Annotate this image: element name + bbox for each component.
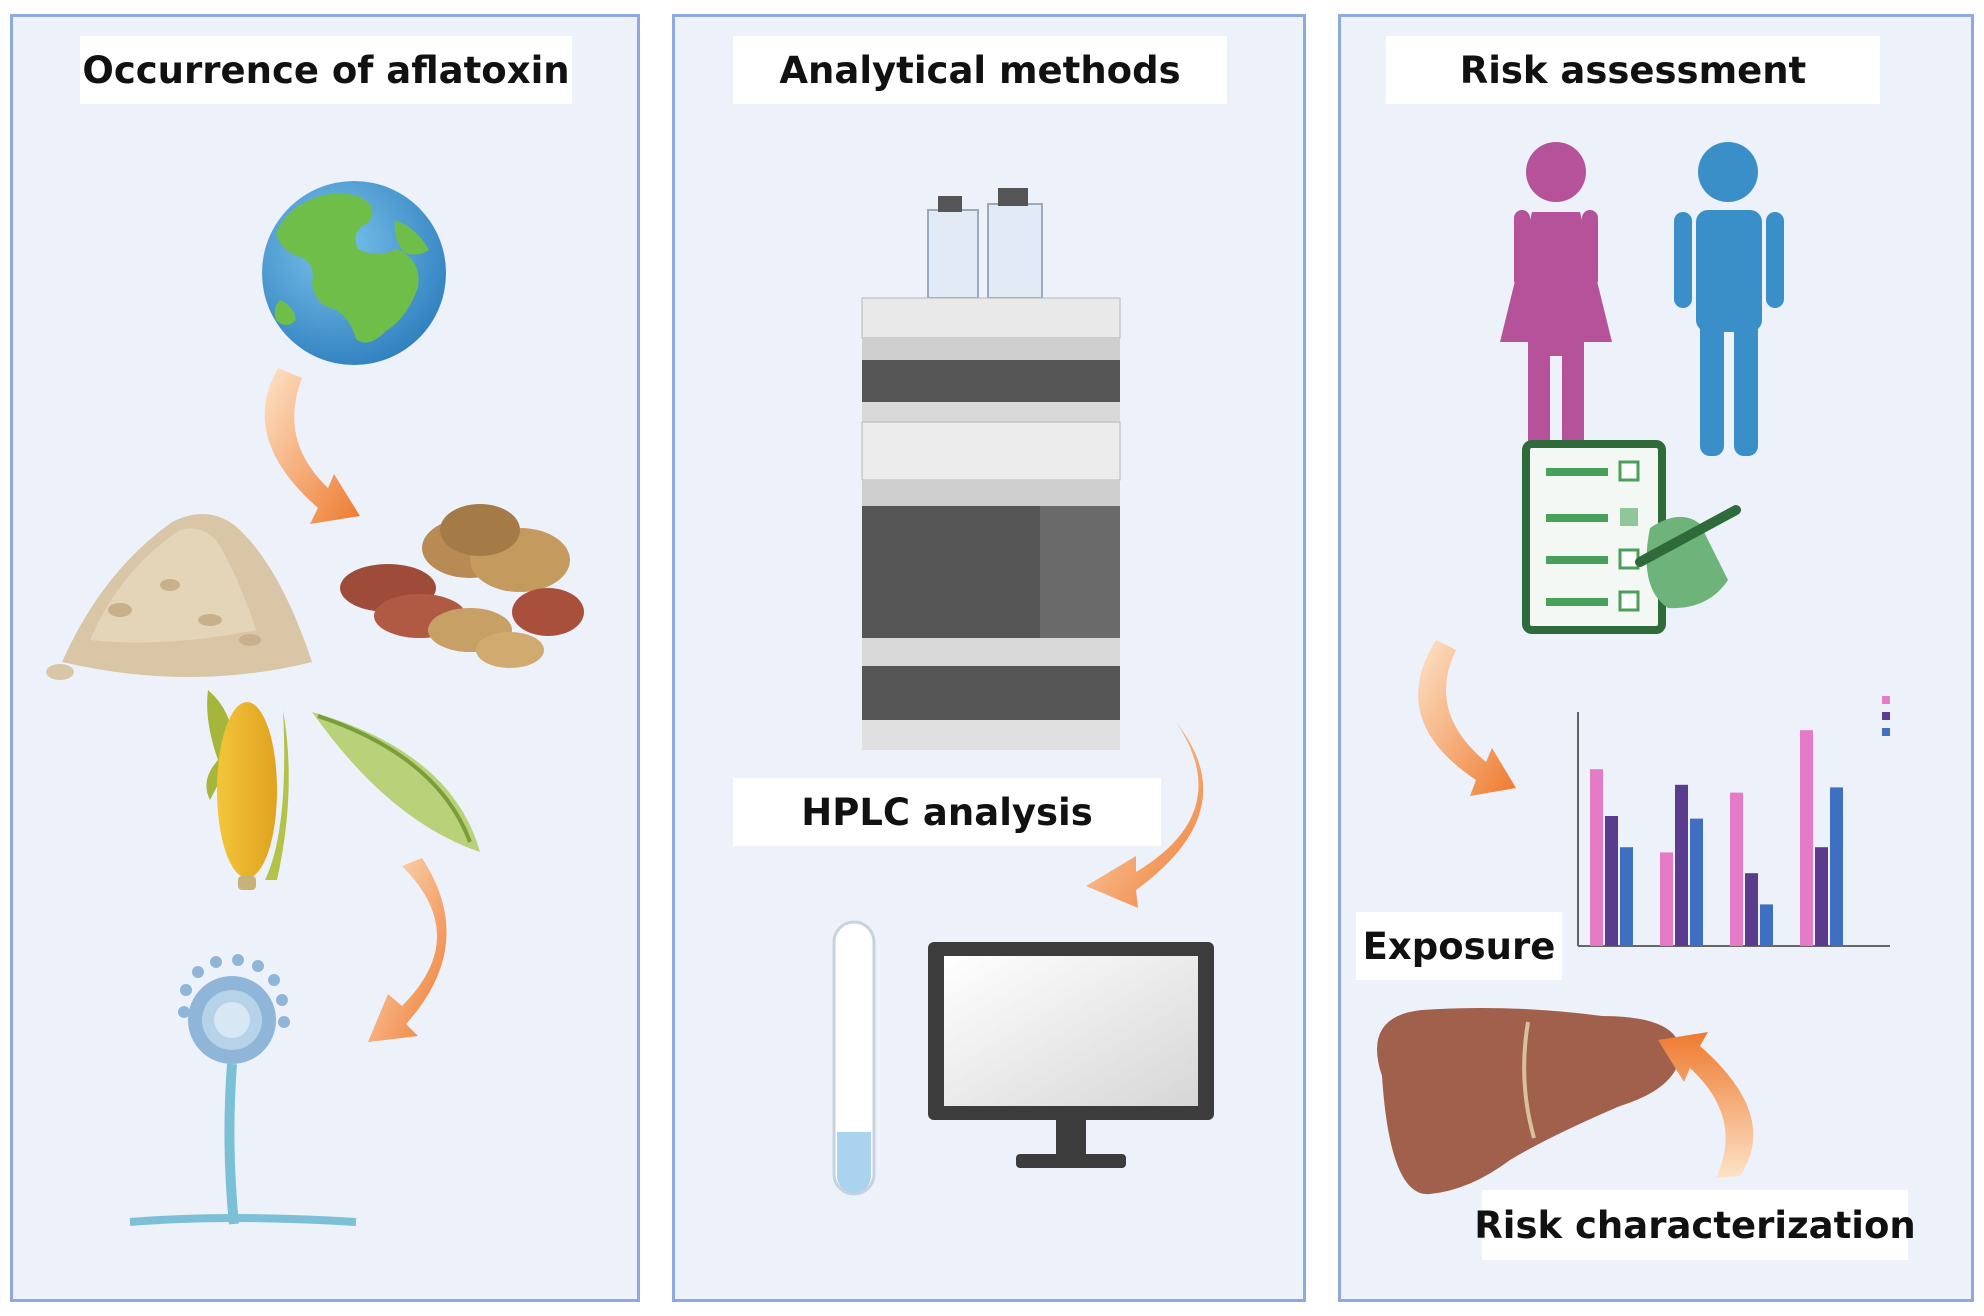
monitor-icon xyxy=(928,942,1214,1168)
bar-s2-c3 xyxy=(1745,873,1758,946)
arrow-checklist-to-chart xyxy=(1418,640,1516,796)
arrow-hplc-to-monitor xyxy=(1086,722,1204,908)
bar-s3-c4 xyxy=(1830,787,1843,946)
female-icon xyxy=(1500,142,1612,452)
analytical-title: Analytical methods xyxy=(733,36,1227,104)
exposure-label: Exposure xyxy=(1356,912,1562,980)
legend-swatch-3 xyxy=(1882,728,1890,736)
bar-s3-c1 xyxy=(1620,847,1633,946)
corn-icon xyxy=(206,690,289,890)
bar-s3-c3 xyxy=(1760,904,1773,946)
bar-s1-c2 xyxy=(1660,852,1673,946)
bar-s1-c4 xyxy=(1800,730,1813,946)
arrow-food-to-fungus xyxy=(368,858,447,1042)
flour-pile-icon xyxy=(46,514,312,680)
bar-s3-c2 xyxy=(1690,818,1703,946)
bar-s2-c4 xyxy=(1815,847,1828,946)
risk-title: Risk assessment xyxy=(1386,36,1880,104)
test-tube-icon xyxy=(832,920,876,1196)
bar-s1-c1 xyxy=(1590,769,1603,946)
hplc-instrument-icon xyxy=(861,188,1121,750)
bar-s1-c3 xyxy=(1730,792,1743,946)
liver-icon xyxy=(1377,1008,1681,1195)
peanuts-icon xyxy=(340,504,584,668)
hplc-label: HPLC analysis xyxy=(733,778,1161,846)
legend-swatch-2 xyxy=(1882,712,1890,720)
globe-icon xyxy=(262,181,446,365)
pea-pod-icon xyxy=(312,712,480,852)
arrow-globe-to-food xyxy=(264,368,360,524)
arrow-characterization-to-exposure xyxy=(1658,1032,1754,1178)
male-icon xyxy=(1674,142,1784,456)
risk-characterization-label: Risk characterization xyxy=(1474,1190,1916,1260)
checklist-icon xyxy=(1522,440,1741,634)
aspergillus-icon xyxy=(129,954,357,1226)
legend-swatch-1 xyxy=(1882,696,1890,704)
occurrence-title: Occurrence of aflatoxin xyxy=(80,36,572,104)
bar-s2-c1 xyxy=(1605,816,1618,946)
bar-s2-c2 xyxy=(1675,784,1688,946)
exposure-bar-chart xyxy=(1577,696,1890,947)
